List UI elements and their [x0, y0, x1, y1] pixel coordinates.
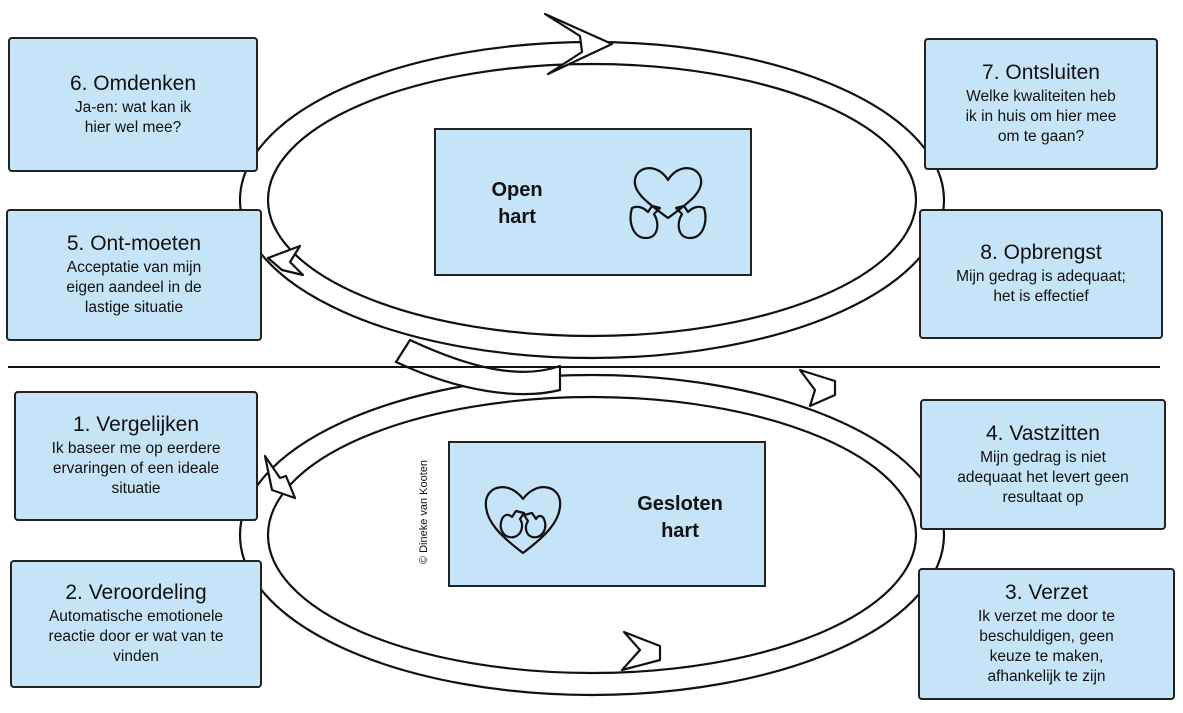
step-8-box: 8. Opbrengst Mijn gedrag is adequaat; he…	[919, 209, 1163, 339]
step-5-line-3: lastige situatie	[84, 299, 184, 316]
step-2-title: 2. Veroordeling	[65, 581, 207, 604]
heart-with-hands-open-icon	[629, 167, 707, 240]
step-1-line-1: Ik baseer me op eerdere	[51, 440, 221, 457]
arrow-top	[543, 12, 614, 76]
open-heart-panel: Open hart	[434, 128, 752, 276]
step-1-title: 1. Vergelijken	[72, 413, 200, 436]
step-7-line-2: ik in huis om hier mee	[965, 108, 1117, 125]
step-5-line-2: eigen aandeel in de	[66, 279, 202, 296]
arrow-bottom	[620, 630, 662, 672]
step-3-line-2: beschuldigen, geen	[979, 628, 1114, 645]
step-4-line-3: resultaat op	[1002, 488, 1084, 506]
step-7-line-3: om te gaan?	[997, 128, 1085, 145]
step-7-title: 7. Ontsluiten	[982, 61, 1100, 84]
step-4-line-2: adequaat het levert geen	[957, 468, 1129, 486]
step-8-line-1: Mijn gedrag is adequaat;	[956, 268, 1126, 285]
step-6-title: 6. Omdenken	[69, 71, 197, 95]
arrow-right-up	[798, 368, 837, 408]
lower-loop-outer	[238, 373, 946, 697]
step-6-line-2: hier wel mee?	[84, 118, 182, 136]
step-5-box: 5. Ont-moeten Acceptatie van mijn eigen …	[6, 209, 262, 341]
arrow-left-down	[263, 454, 297, 500]
step-1-box: 1. Vergelijken Ik baseer me op eerdere e…	[14, 391, 258, 521]
arrow-left-up	[266, 244, 305, 277]
step-7-line-1: Welke kwaliteiten heb	[966, 88, 1116, 105]
step-8-line-2: het is effectief	[993, 288, 1089, 305]
open-heart-label-line-1: Open	[491, 179, 543, 201]
step-2-line-3: vinden	[113, 648, 159, 665]
step-2-box: 2. Veroordeling Automatische emotionele …	[10, 560, 262, 688]
heart-with-hands-closed-icon	[484, 486, 562, 555]
copyright-credit: © Dineke van Kooten	[418, 459, 430, 565]
step-6-box: 6. Omdenken Ja-en: wat kan ik hier wel m…	[8, 37, 258, 172]
step-3-box: 3. Verzet Ik verzet me door te beschuldi…	[918, 568, 1175, 700]
lower-loop-inner	[266, 395, 918, 675]
step-5-line-1: Acceptatie van mijn	[66, 259, 202, 276]
upper-loop-inner	[266, 62, 918, 338]
step-2-line-1: Automatische emotionele	[48, 608, 224, 625]
step-1-line-2: ervaringen of een ideale	[52, 460, 220, 477]
step-3-line-3: keuze te maken,	[989, 648, 1104, 665]
closed-heart-label-line-1: Gesloten	[637, 493, 723, 515]
step-4-line-1: Mijn gedrag is niet	[980, 448, 1106, 466]
step-8-title: 8. Opbrengst	[980, 241, 1102, 264]
step-6-line-1: Ja-en: wat kan ik	[74, 98, 192, 116]
step-7-box: 7. Ontsluiten Welke kwaliteiten heb ik i…	[924, 38, 1158, 170]
step-1-line-3: situatie	[111, 480, 161, 497]
step-3-title: 3. Verzet	[1005, 581, 1088, 604]
step-2-line-2: reactie door er wat van te	[48, 628, 224, 645]
open-heart-label-line-2: hart	[498, 206, 536, 228]
closed-heart-label-line-2: hart	[661, 520, 699, 542]
step-3-line-1: Ik verzet me door te	[978, 608, 1115, 625]
step-4-box: 4. Vastzitten Mijn gedrag is niet adequa…	[920, 399, 1166, 530]
step-5-title: 5. Ont-moeten	[66, 232, 202, 255]
closed-heart-panel: Gesloten hart	[448, 441, 766, 587]
step-3-line-4: afhankelijk te zijn	[987, 668, 1106, 685]
step-4-title: 4. Vastzitten	[985, 421, 1100, 445]
